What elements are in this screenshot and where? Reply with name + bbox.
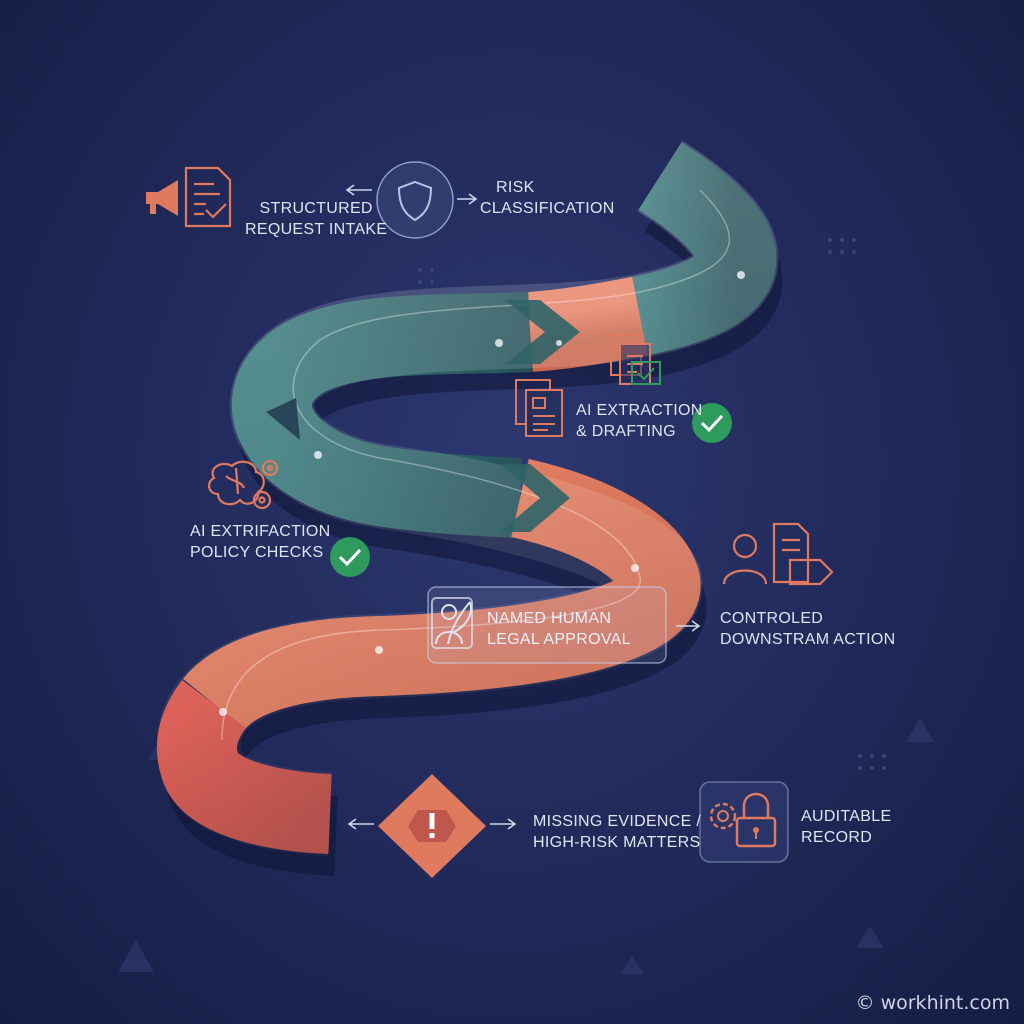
quill-signature-icon <box>431 597 473 649</box>
checklist-document-icon <box>184 166 232 228</box>
label-auditable-record: AUDITABLE RECORD <box>801 808 892 846</box>
label-risk-classification: RISK CLASSIFICATION <box>480 179 615 217</box>
label-ai-extraction-drafting: AI EXTRACTION & DRAFTING <box>576 402 703 440</box>
label-missing-evidence: MISSING EVIDENCE / HIGH-RISK MATTERS <box>533 813 702 851</box>
documents-icon <box>515 379 563 437</box>
label-structured-request-intake: STRUCTURED REQUEST INTAKE <box>245 200 388 238</box>
background-dots <box>418 238 886 770</box>
label-controlled-downstream-action: CONTROLED DOWNSTRAM ACTION <box>720 610 896 648</box>
label-policy-checks: AI EXTRIFACTION POLICY CHECKS <box>190 523 331 561</box>
brain-gears-icon <box>208 459 279 510</box>
ribbon-nodes <box>219 271 745 716</box>
approval-card <box>427 586 667 664</box>
user-document-icon <box>722 522 834 586</box>
watermark: © workhint.com <box>855 992 1010 1014</box>
check-icon <box>692 403 732 443</box>
connector-arrows <box>345 184 701 830</box>
check-icon <box>330 537 370 577</box>
ribbon-chevrons <box>266 300 580 532</box>
shield-icon <box>376 161 454 239</box>
megaphone-icon <box>146 180 178 216</box>
gear-lock-icon <box>699 781 789 863</box>
warning-icon <box>378 774 486 878</box>
label-named-human-legal-approval: NAMED HUMAN LEGAL APPROVAL <box>487 610 631 648</box>
documents-icon <box>610 334 661 385</box>
